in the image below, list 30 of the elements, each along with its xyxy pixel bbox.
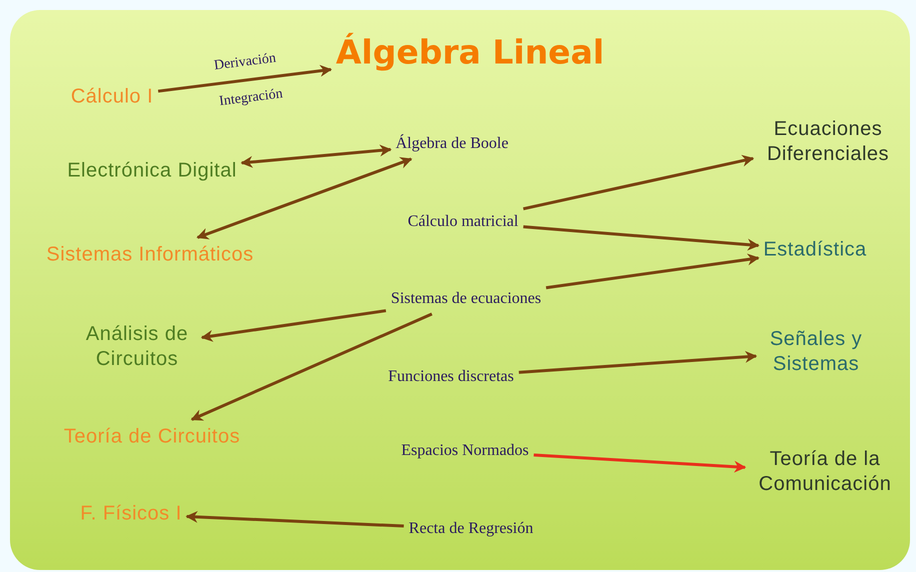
subject-label: Análisis de Circuitos <box>77 322 197 372</box>
arrow <box>546 254 760 290</box>
arrow <box>200 309 386 342</box>
topic-label: Recta de Regresión <box>408 519 534 539</box>
arrow <box>186 510 404 528</box>
subject-label: Señales y Sistemas <box>761 327 871 377</box>
topic-label: Cálculo matricial <box>408 212 518 232</box>
subject-label: Estadística <box>763 238 867 262</box>
subject-label: Teoría de la Comunicación <box>750 447 900 497</box>
edge-label: Derivación <box>212 50 277 76</box>
topic-label: Álgebra de Boole <box>396 134 508 154</box>
title-text: Álgebra Lineal <box>336 31 604 73</box>
subject-label: Ecuaciones Diferenciales <box>758 117 898 167</box>
arrow <box>534 454 746 473</box>
arrow <box>158 64 332 93</box>
arrow <box>518 350 758 374</box>
subject-label: Electrónica Digital <box>67 158 237 184</box>
arrow <box>523 225 760 251</box>
arrow <box>240 144 392 168</box>
subject-label: Cálculo I <box>70 84 154 110</box>
subject-label: F. Físicos I <box>80 502 182 526</box>
topic-label: Sistemas de ecuaciones <box>390 289 542 309</box>
arrow <box>523 154 754 210</box>
subject-label: Sistemas Informáticos <box>46 242 254 268</box>
subject-label: Teoría de Circuitos <box>64 424 240 450</box>
topic-label: Funciones discretas <box>388 367 514 387</box>
annotation-text: Integración <box>218 86 284 112</box>
arrow <box>190 312 432 421</box>
arrow <box>196 157 412 240</box>
topic-label: Espacios Normados <box>401 441 529 461</box>
